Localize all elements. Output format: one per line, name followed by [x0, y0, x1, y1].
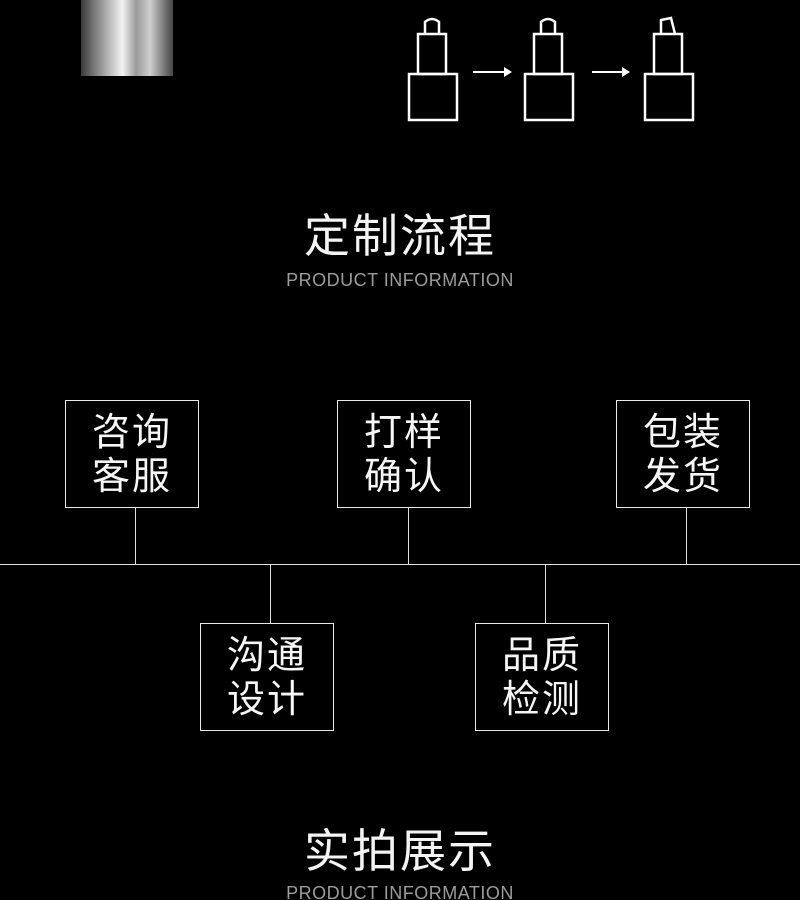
flow-step-label: 设计 — [226, 677, 307, 721]
photo-title: 实拍展示 — [304, 824, 496, 878]
bottle-sketch-2 — [523, 17, 575, 122]
connector-line — [686, 507, 687, 564]
connector-line — [545, 565, 546, 623]
arrow-right-icon — [473, 67, 512, 77]
flow-step-label: 包装 — [642, 410, 723, 454]
bottle-sketch-1 — [407, 17, 459, 122]
flow-step-label: 检测 — [501, 677, 582, 721]
flow-step-label: 发货 — [642, 454, 723, 498]
process-title: 定制流程 — [304, 209, 496, 263]
flow-step-label: 确认 — [363, 454, 444, 498]
connector-line — [135, 507, 136, 564]
photo-subtitle: PRODUCT INFORMATION — [286, 883, 514, 900]
flow-step-sample: 打样 确认 — [337, 400, 471, 508]
flow-step-shipping: 包装 发货 — [616, 400, 750, 508]
flow-step-label: 品质 — [501, 633, 582, 677]
arrow-right-icon — [592, 67, 630, 77]
flow-step-design: 沟通 设计 — [200, 623, 334, 731]
bottle-sketch-3 — [643, 16, 695, 122]
flow-step-consult: 咨询 客服 — [65, 400, 199, 508]
process-subtitle: PRODUCT INFORMATION — [286, 270, 514, 290]
bottle-process-diagram — [407, 16, 695, 122]
flow-step-label: 咨询 — [91, 410, 172, 454]
flow-step-label: 客服 — [91, 454, 172, 498]
connector-line — [270, 565, 271, 623]
flow-step-label: 沟通 — [226, 633, 307, 677]
flow-step-quality: 品质 检测 — [475, 623, 609, 731]
metal-product-photo — [81, 0, 173, 76]
connector-line — [408, 507, 409, 564]
flow-step-label: 打样 — [363, 410, 444, 454]
flow-timeline — [0, 564, 800, 565]
